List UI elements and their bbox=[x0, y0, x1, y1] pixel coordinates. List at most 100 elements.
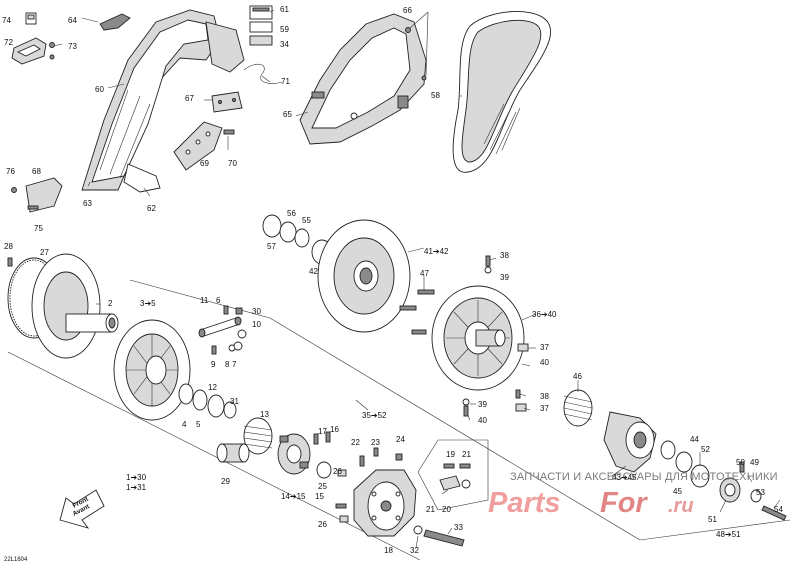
movable-sheave-36 bbox=[431, 285, 525, 391]
reference-code: 22L1604 bbox=[4, 557, 28, 563]
callout-label: 29 bbox=[221, 477, 230, 486]
spring-13 bbox=[243, 417, 273, 455]
callout-label: 66 bbox=[403, 6, 412, 15]
callout-label: 45 bbox=[673, 487, 682, 496]
nut-73 bbox=[49, 42, 55, 48]
bolt-33 bbox=[423, 529, 465, 547]
screw-17 bbox=[313, 433, 319, 445]
callout-label: 12 bbox=[208, 383, 217, 392]
callout-label: 50 bbox=[736, 458, 745, 467]
bushing-31 bbox=[223, 401, 237, 419]
callout-label: 30 bbox=[252, 307, 261, 316]
bolt-75 bbox=[27, 205, 39, 210]
callout-label: 37 bbox=[540, 404, 549, 413]
bracket-69 bbox=[173, 121, 223, 171]
callout-label: 38 bbox=[540, 392, 549, 401]
nut-24 bbox=[395, 453, 403, 461]
watermark: ЗАПЧАСТИ И АКСЕССУАРЫ ДЛЯ МОТОТЕХНИКИ Pa… bbox=[488, 471, 778, 519]
bushing-15 bbox=[316, 461, 332, 479]
callout-label: 42 bbox=[309, 267, 318, 276]
bushing-26a bbox=[337, 469, 347, 477]
callout-label: 18 bbox=[384, 546, 393, 555]
lever-11 bbox=[198, 316, 242, 338]
washer-7 bbox=[233, 341, 243, 351]
callout-label: 67 bbox=[185, 94, 194, 103]
callout-label: 71 bbox=[281, 77, 290, 86]
callout-label: 13 bbox=[260, 410, 269, 419]
callout-label: 21 bbox=[426, 505, 435, 514]
slider-37a bbox=[517, 343, 529, 352]
spring-clip-71 bbox=[243, 63, 283, 84]
callout-label: 26 bbox=[333, 467, 342, 476]
callout-label: 2 bbox=[108, 299, 113, 308]
callout-label: 73 bbox=[68, 42, 77, 51]
callout-label: 39 bbox=[500, 273, 509, 282]
callout-label: 63 bbox=[83, 199, 92, 208]
washer-45 bbox=[675, 451, 693, 473]
callout-label: 49 bbox=[750, 458, 759, 467]
screw-40 bbox=[515, 389, 521, 399]
front-arrow: Front Avant bbox=[59, 489, 105, 529]
bolt-47a bbox=[417, 289, 435, 295]
screw-25 bbox=[335, 503, 347, 509]
bushing-26b bbox=[339, 515, 349, 523]
callout-label: 55 bbox=[302, 216, 311, 225]
callout-label: 39 bbox=[478, 400, 487, 409]
callout-label: 53 bbox=[756, 488, 765, 497]
washer-39b bbox=[462, 398, 470, 406]
decal-74 bbox=[25, 12, 37, 25]
callout-label: 54 bbox=[774, 505, 783, 514]
callout-label: 31 bbox=[230, 397, 239, 406]
callout-label: 43➔45 bbox=[612, 473, 637, 482]
washer-32 bbox=[413, 525, 423, 535]
bolt-38b bbox=[463, 405, 469, 417]
callout-label: 36➔40 bbox=[532, 310, 557, 319]
watermark-brand-suffix: .ru bbox=[668, 495, 694, 517]
callout-label: 7 bbox=[232, 360, 237, 369]
washer-56 bbox=[279, 221, 297, 243]
clip-64 bbox=[99, 13, 131, 31]
callout-label: 9 bbox=[211, 360, 216, 369]
callout-label: 21 bbox=[462, 450, 471, 459]
bolt-38 bbox=[485, 255, 491, 267]
callout-label: 34 bbox=[280, 40, 289, 49]
watermark-tagline: ЗАПЧАСТИ И АКСЕССУАРЫ ДЛЯ МОТОТЕХНИКИ bbox=[510, 471, 778, 483]
callout-label: 28 bbox=[4, 242, 13, 251]
belt-guard-65 bbox=[299, 13, 427, 145]
callout-label: 3➔5 bbox=[140, 299, 156, 308]
plate-67 bbox=[211, 91, 243, 113]
guard-rail-60 bbox=[81, 9, 245, 193]
screw-22 bbox=[359, 455, 365, 467]
callout-label: 11 bbox=[200, 296, 209, 305]
callout-label: 46 bbox=[573, 372, 582, 381]
callout-label: 25 bbox=[318, 482, 327, 491]
spring-46 bbox=[563, 389, 593, 427]
callout-label: 62 bbox=[147, 204, 156, 213]
callout-label: 44 bbox=[690, 435, 699, 444]
callout-label: 33 bbox=[454, 523, 463, 532]
nut-76 bbox=[11, 187, 17, 193]
callout-label: 26 bbox=[318, 520, 327, 529]
roller-detail-box bbox=[417, 439, 489, 511]
screw-66a bbox=[405, 27, 411, 33]
callout-label: 41➔42 bbox=[424, 247, 449, 256]
governor-cup-18 bbox=[353, 469, 417, 537]
washer-57 bbox=[262, 214, 282, 238]
callout-label: 69 bbox=[200, 159, 209, 168]
bushing-4 bbox=[178, 383, 194, 405]
callout-label: 58 bbox=[431, 91, 440, 100]
callout-label: 48➔51 bbox=[716, 530, 741, 539]
callout-leaders bbox=[53, 9, 781, 549]
callout-label: 23 bbox=[371, 438, 380, 447]
callout-label: 70 bbox=[228, 159, 237, 168]
washer-10 bbox=[237, 329, 247, 339]
callout-label: 60 bbox=[95, 85, 104, 94]
callout-label: 61 bbox=[280, 5, 289, 14]
callout-label: 74 bbox=[2, 16, 11, 25]
callout-label: 72 bbox=[4, 38, 13, 47]
callout-label: 1➔30 bbox=[126, 473, 147, 482]
bolt-54 bbox=[761, 505, 787, 521]
